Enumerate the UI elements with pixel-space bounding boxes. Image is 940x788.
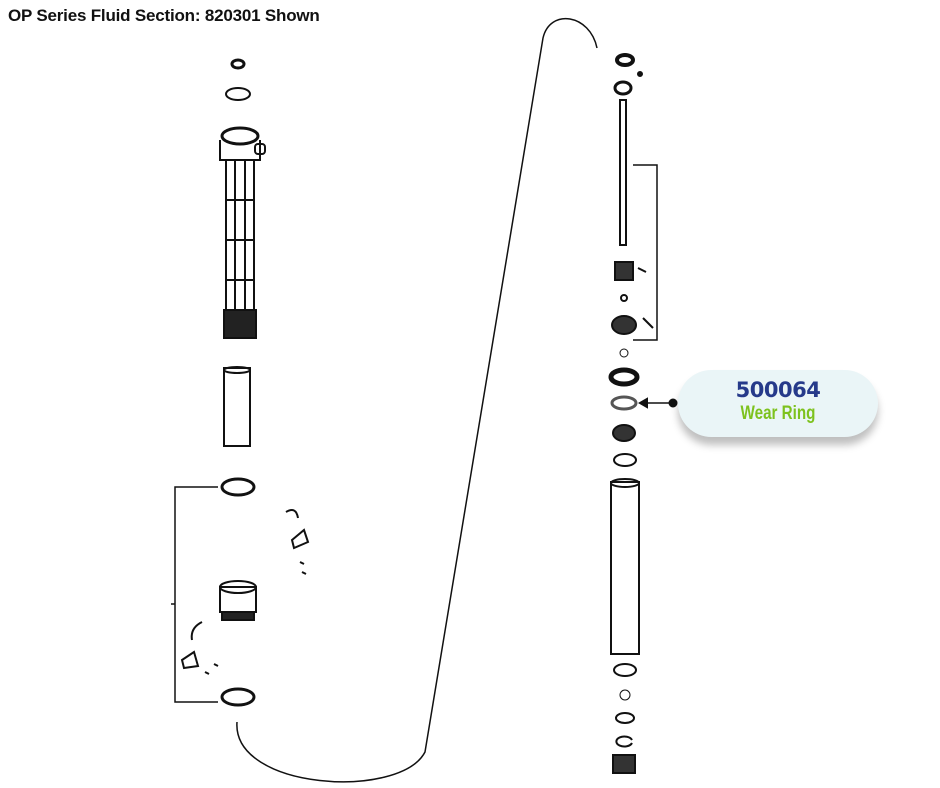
part-name: Wear Ring xyxy=(740,403,816,424)
diagram-title: OP Series Fluid Section: 820301 Shown xyxy=(8,6,320,25)
part-number: 500064 xyxy=(735,378,821,402)
left-column-parts xyxy=(171,58,310,707)
callout-arrow xyxy=(637,397,678,409)
right-column-parts xyxy=(608,53,658,774)
part-callout: 500064 Wear Ring xyxy=(678,370,878,437)
assembly-connector-line xyxy=(236,17,598,783)
